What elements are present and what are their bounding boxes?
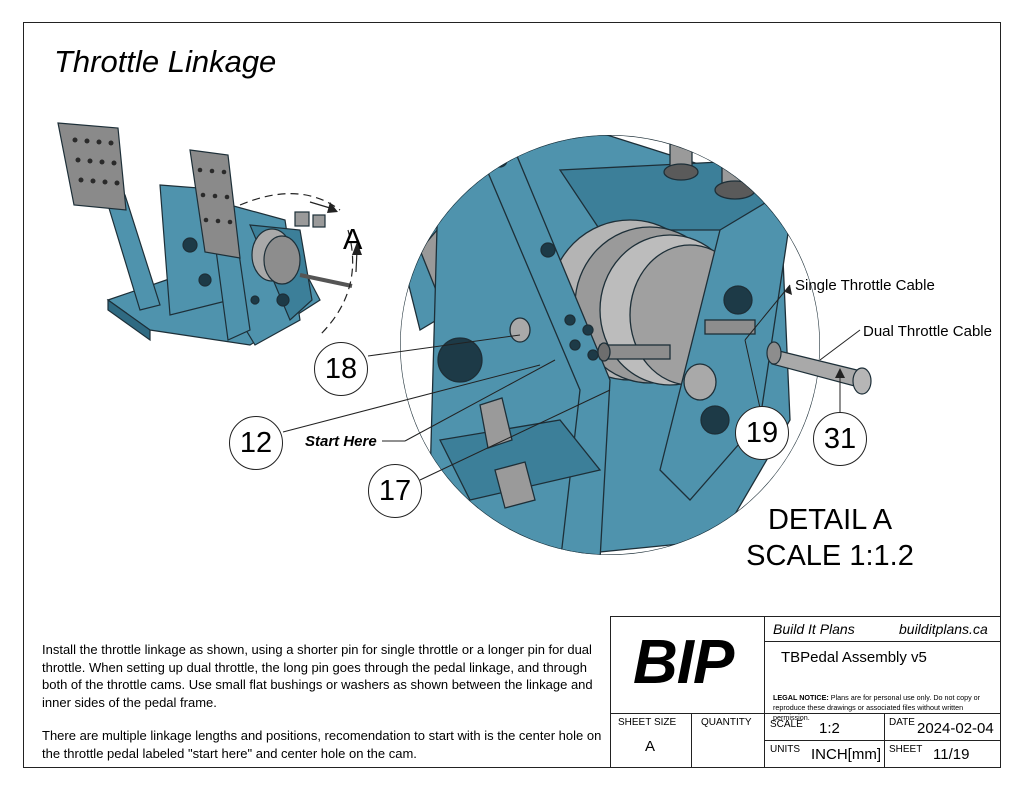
company-website: builditplans.ca bbox=[899, 621, 988, 637]
units-value: INCH[mm] bbox=[811, 746, 881, 763]
label-dual-throttle-cable: Dual Throttle Cable bbox=[863, 323, 992, 340]
detail-scale: SCALE 1:1.2 bbox=[746, 540, 914, 572]
date-value: 2024-02-04 bbox=[917, 720, 994, 737]
sheet-size-value: A bbox=[645, 738, 656, 755]
detail-title: DETAIL A SCALE 1:1.2 bbox=[740, 502, 920, 574]
page-title: Throttle Linkage bbox=[54, 44, 277, 79]
quantity-label: QUANTITY bbox=[701, 717, 752, 728]
scale-label: SCALE bbox=[770, 719, 803, 730]
callout-12: 12 bbox=[229, 416, 283, 470]
long-pin bbox=[766, 341, 872, 395]
detail-title-line1: DETAIL A bbox=[767, 504, 893, 536]
sheet-value: 11/19 bbox=[933, 746, 970, 763]
drawing-name: TBPedal Assembly v5 bbox=[781, 649, 927, 666]
legal-notice-text: Plans are for personal use only. Do not … bbox=[773, 693, 981, 722]
leader-lines bbox=[282, 284, 861, 481]
company-logo: BIP bbox=[633, 628, 734, 697]
title-block: BIP Build It Plans builditplans.ca TBPed… bbox=[610, 616, 1001, 768]
sheet-size-label: SHEET SIZE bbox=[618, 717, 677, 728]
note-paragraph: There are multiple linkage lengths and p… bbox=[42, 728, 602, 761]
callout-19: 19 bbox=[735, 406, 789, 460]
label-single-throttle-cable: Single Throttle Cable bbox=[795, 277, 935, 294]
detail-marker-label: A bbox=[343, 224, 363, 256]
scale-value: 1:2 bbox=[819, 720, 840, 737]
callout-17: 17 bbox=[368, 464, 422, 518]
callout-18: 18 bbox=[314, 342, 368, 396]
units-label: UNITS bbox=[770, 744, 800, 755]
sheet-label: SHEET bbox=[889, 744, 923, 755]
company-name: Build It Plans bbox=[773, 621, 855, 637]
install-notes: Install the throttle linkage as shown, u… bbox=[42, 641, 602, 778]
legal-notice: LEGAL NOTICE: Plans are for personal use… bbox=[773, 693, 995, 723]
callout-31: 31 bbox=[813, 412, 867, 466]
sheet-border bbox=[23, 22, 1001, 768]
date-label: DATE bbox=[889, 717, 915, 728]
legal-notice-label: LEGAL NOTICE: bbox=[773, 693, 829, 702]
note-paragraph: Install the throttle linkage as shown, u… bbox=[42, 642, 593, 710]
overview-assembly bbox=[57, 122, 353, 346]
detail-view bbox=[400, 135, 791, 555]
start-here-label: Start Here bbox=[305, 433, 377, 450]
